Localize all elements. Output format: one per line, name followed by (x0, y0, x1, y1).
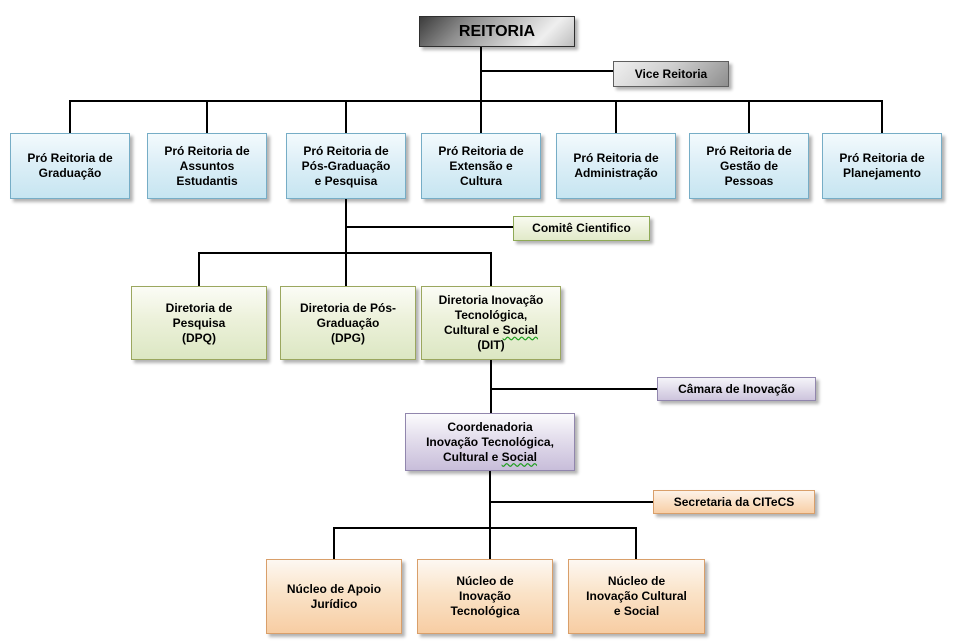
node-nucleo-apoio-juridico: Núcleo de Apoio Jurídico (266, 559, 402, 634)
connector-line (345, 226, 513, 228)
connector-line (490, 360, 492, 413)
node-reitoria: REITORIA (419, 16, 575, 47)
connector-line (69, 100, 71, 133)
node-label: REITORIA (458, 23, 536, 40)
node-pro-reitoria-assuntos-estudantis: Pró Reitoria de Assuntos Estudantis (147, 133, 267, 199)
node-label: Vice Reitoria (634, 66, 708, 81)
node-diretoria-pesquisa-dpq: Diretoria de Pesquisa (DPQ) (131, 286, 267, 360)
connector-line (206, 100, 208, 133)
node-pro-reitoria-gestao-pessoas: Pró Reitoria de Gestão de Pessoas (689, 133, 809, 199)
connector-line (635, 527, 637, 559)
node-label: Câmara de Inovação (678, 381, 795, 396)
node-pro-reitoria-graduacao: Pró Reitoria de Graduação (10, 133, 130, 199)
node-vice-reitoria: Vice Reitoria (613, 61, 729, 87)
connector-line (490, 252, 492, 286)
node-label: Comitê Cientifico (532, 221, 631, 235)
node-label: Pró Reitoria de Graduação (27, 151, 113, 180)
connector-line (881, 100, 883, 133)
connector-line (480, 100, 482, 133)
node-label: Diretoria de Pesquisa (DPQ) (165, 300, 233, 345)
connector-line (69, 100, 883, 102)
node-label: Pró Reitoria de Gestão de Pessoas (706, 143, 792, 188)
connector-line (615, 100, 617, 133)
node-label: Diretoria de Pós- Graduação (DPG) (299, 300, 397, 345)
node-label: Pró Reitoria de Pós-Graduação e Pesquisa (301, 143, 391, 188)
node-label-text: Diretoria Inovação Tecnológica, Cultural… (438, 293, 544, 337)
node-coordenadoria-citecs: Coordenadoria Inovação Tecnológica, Cult… (405, 413, 575, 471)
node-label: Núcleo de Inovação Cultural e Social (586, 574, 687, 618)
node-comite-cientifico: Comitê Cientifico (513, 216, 650, 241)
node-pro-reitoria-pos-graduacao-pesquisa: Pró Reitoria de Pós-Graduação e Pesquisa (286, 133, 406, 199)
connector-line (489, 501, 653, 503)
node-label: Pró Reitoria de Assuntos Estudantis (164, 143, 250, 188)
node-label-text: Coordenadoria Inovação Tecnológica, Cult… (426, 419, 554, 464)
node-label: Pró Reitoria de Extensão e Cultura (438, 143, 524, 188)
node-label: Diretoria Inovação Tecnológica, Cultural… (424, 293, 558, 353)
connector-line (333, 527, 335, 559)
node-label: Núcleo de Apoio Jurídico (286, 581, 382, 611)
node-nucleo-inovacao-cultural-social: Núcleo de Inovação Cultural e Social (568, 559, 705, 634)
node-camara-inovacao: Câmara de Inovação (657, 377, 816, 401)
misspelled-word: Social (501, 449, 538, 464)
node-label: Secretaria da CITeCS (673, 494, 795, 509)
node-diretoria-inovacao-dit: Diretoria Inovação Tecnológica, Cultural… (421, 286, 561, 360)
connector-line (198, 252, 200, 286)
node-label-suffix: (DIT) (477, 338, 505, 352)
node-label: Pró Reitoria de Planejamento (839, 151, 925, 180)
node-secretaria-citecs: Secretaria da CITeCS (653, 490, 815, 514)
connector-line (748, 100, 750, 133)
node-label: Coordenadoria Inovação Tecnológica, Cult… (408, 420, 572, 465)
connector-line (345, 199, 347, 287)
connector-line (480, 70, 613, 72)
node-pro-reitoria-planejamento: Pró Reitoria de Planejamento (822, 133, 942, 199)
node-nucleo-inovacao-tecnologica: Núcleo de Inovação Tecnológica (417, 559, 553, 634)
node-pro-reitoria-extensao-cultura: Pró Reitoria de Extensão e Cultura (421, 133, 541, 199)
connector-line (345, 100, 347, 133)
connector-line (489, 471, 491, 559)
connector-line (198, 252, 492, 254)
node-label: Núcleo de Inovação Tecnológica (450, 574, 520, 618)
connector-line (480, 47, 482, 101)
node-diretoria-pos-graduacao-dpg: Diretoria de Pós- Graduação (DPG) (280, 286, 416, 360)
node-pro-reitoria-administracao: Pró Reitoria de Administração (556, 133, 676, 199)
connector-line (490, 388, 657, 390)
node-label: Pró Reitoria de Administração (573, 151, 659, 180)
connector-line (333, 527, 637, 529)
misspelled-word: Social (502, 323, 539, 337)
